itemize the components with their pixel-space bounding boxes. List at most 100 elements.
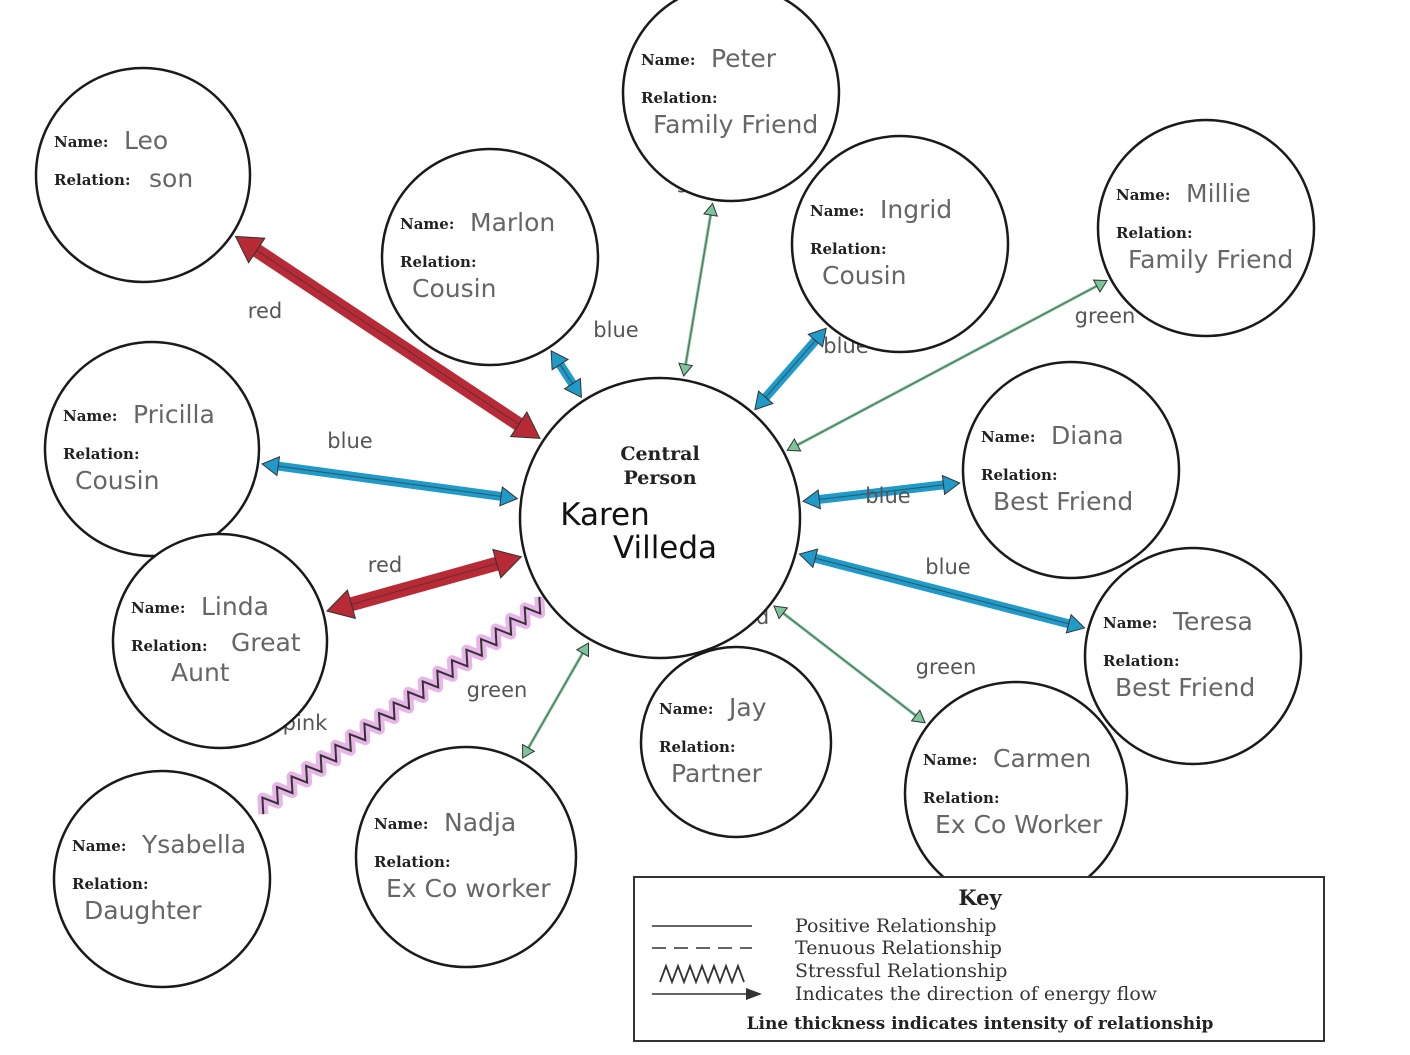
edge-ingrid-pen-line	[764, 339, 817, 399]
person-node-linda-relation-label: Relation:	[131, 637, 208, 655]
person-node-ysabella-name: Ysabella	[141, 830, 246, 859]
person-node-diana-name: Diana	[1051, 421, 1124, 450]
person-node-ingrid-name-label: Name:	[810, 202, 864, 220]
edge-marlon-arrow-in-icon	[563, 377, 582, 399]
edge-diana-label: blue	[865, 484, 910, 508]
edge-carmen-arrow-in-icon	[773, 605, 789, 620]
person-node-marlon-name-label: Name:	[400, 215, 454, 233]
person-node-pricilla-circle	[43, 340, 261, 558]
edge-millie-arrow-in-icon	[786, 438, 802, 452]
person-node-leo-relation-label: Relation:	[54, 171, 131, 189]
person-node-teresa-relation-line-0: Best Friend	[1115, 673, 1255, 702]
edge-pricilla-arrow-out-icon	[260, 455, 281, 477]
edge-teresa-arrow-in-icon	[798, 548, 819, 569]
person-node-ingrid-relation-line-0: Cousin	[822, 261, 906, 290]
edge-diana-arrow-in-icon	[802, 489, 821, 510]
person-node-ysabella-circle	[52, 769, 272, 989]
edge-peter-arrow-in-icon	[678, 362, 694, 377]
person-node-ingrid-name: Ingrid	[880, 195, 952, 224]
edge-linda-pen-line	[349, 562, 499, 606]
person-node-leo-relation-line-0: son	[149, 164, 193, 193]
edge-teresa-arrow-out-icon	[1065, 613, 1086, 634]
edge-nadja-label: green	[467, 678, 528, 702]
edge-leo-arrow-in-icon	[509, 411, 541, 439]
legend-title: Key	[958, 885, 1002, 910]
edge-pricilla-pen-line	[276, 465, 503, 498]
edge-marlon-pen-line	[558, 363, 574, 385]
edge-millie-arrow-out-icon	[1092, 279, 1108, 293]
person-node-millie-relation-label: Relation:	[1116, 224, 1193, 242]
person-node-millie-name: Millie	[1186, 179, 1251, 208]
edge-leo-label: red	[248, 299, 282, 323]
edge-pricilla-arrow-in-icon	[499, 486, 519, 507]
energy-flow-arrowhead-icon	[746, 988, 762, 1000]
person-node-linda-relation-line-0: Great	[231, 628, 301, 657]
central-person-circle	[518, 376, 802, 660]
person-node-jay-name-label: Name:	[659, 700, 713, 718]
person-node-pricilla-name-label: Name:	[63, 407, 117, 425]
person-node-diana-relation-label: Relation:	[981, 466, 1058, 484]
legend-item-positive: Positive Relationship	[795, 915, 997, 937]
legend-note: Line thickness indicates intensity of re…	[747, 1014, 1214, 1034]
person-node-carmen-relation-line-0: Ex Co Worker	[935, 810, 1103, 839]
edge-teresa-pen-line	[813, 557, 1071, 625]
edge-millie-label: green	[1075, 304, 1136, 328]
person-node-millie-relation-line-0: Family Friend	[1128, 245, 1293, 274]
person-node-pricilla-relation-line-0: Cousin	[75, 466, 159, 495]
person-node-teresa-name-label: Name:	[1103, 614, 1157, 632]
person-node-nadja-name-label: Name:	[374, 815, 428, 833]
edge-millie-pen-line	[796, 285, 1098, 446]
edge-marlon-label: blue	[593, 318, 638, 342]
stressful-relationship-symbol	[659, 963, 745, 985]
edge-carmen-arrow-out-icon	[910, 709, 926, 724]
person-node-millie-name-label: Name:	[1116, 186, 1170, 204]
edge-diana-arrow-out-icon	[941, 474, 961, 496]
legend-item-stressful: Stressful Relationship	[795, 960, 1007, 982]
person-node-ysabella-relation-label: Relation:	[72, 875, 149, 893]
person-node-nadja-name: Nadja	[444, 808, 516, 837]
person-node-jay-name: Jay	[727, 693, 767, 722]
person-node-carmen-relation-label: Relation:	[923, 789, 1000, 807]
person-node-pricilla-relation-label: Relation:	[63, 445, 140, 463]
person-node-carmen-name-label: Name:	[923, 751, 977, 769]
central-person-label-line2: Person	[623, 467, 696, 489]
legend-item-energy-flow: Indicates the direction of energy flow	[795, 983, 1158, 1005]
edge-peter-pen-line	[684, 214, 712, 366]
person-node-millie-circle	[1096, 118, 1316, 338]
edge-leo-arrow-out-icon	[234, 235, 266, 264]
central-person-label-line1: Central	[620, 443, 699, 465]
edge-peter-arrow-out-icon	[703, 202, 719, 217]
person-node-nadja-circle	[354, 745, 578, 969]
person-node-diana-circle	[961, 360, 1181, 580]
person-node-leo-name: Leo	[124, 126, 168, 155]
person-node-diana-name-label: Name:	[981, 428, 1035, 446]
person-node-teresa-name: Teresa	[1172, 607, 1253, 636]
edge-nadja-arrow-in-icon	[575, 642, 590, 658]
person-node-diana-relation-line-0: Best Friend	[993, 487, 1133, 516]
person-node-ingrid-relation-label: Relation:	[810, 240, 887, 258]
person-node-marlon-name: Marlon	[470, 208, 555, 237]
person-node-ysabella-relation-line-0: Daughter	[84, 896, 202, 925]
edge-diana-pen-line	[817, 484, 945, 501]
person-node-carmen-name: Carmen	[993, 744, 1091, 773]
legend-item-tenuous: Tenuous Relationship	[795, 937, 1002, 959]
person-node-linda-name: Linda	[201, 592, 269, 621]
person-node-teresa-relation-label: Relation:	[1103, 652, 1180, 670]
central-person: Central Person Karen Villeda	[518, 376, 802, 660]
edge-nadja-pen-line	[527, 652, 584, 749]
edge-nadja-arrow-out-icon	[522, 743, 536, 759]
person-node-linda-relation-line-1: Aunt	[171, 658, 230, 687]
person-node-jay-relation-label: Relation:	[659, 738, 736, 756]
central-person-name-line1: Karen	[560, 497, 650, 533]
